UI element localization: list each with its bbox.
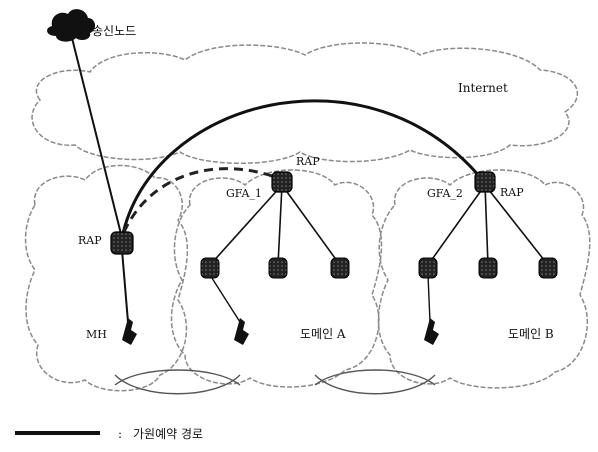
gfa2-link-2 (484, 184, 489, 266)
domain-a-cloud (170, 169, 383, 388)
handoff-arrow-1 (114, 374, 241, 395)
gfa1-mh-link (209, 274, 241, 323)
legend-colon: : (118, 427, 122, 441)
leaf-router-a2 (268, 257, 288, 279)
dashed-path-arc (122, 167, 279, 233)
reservation-path-arc (120, 99, 487, 239)
rap-mid-label: RAP (296, 155, 320, 168)
sender-link (69, 29, 123, 239)
leaf-router-a3 (330, 257, 350, 279)
gfa1-link-1 (209, 184, 283, 266)
leaf-router-a1 (200, 257, 220, 279)
mh-label: MH (86, 328, 107, 341)
handoff-arrow-2 (314, 374, 436, 395)
mh-domain-cloud (24, 164, 189, 392)
leaf-router-b1 (418, 257, 438, 279)
gfa1-link-2 (277, 184, 283, 266)
gfa1-link-3 (281, 184, 341, 266)
rap-left-router (110, 231, 134, 255)
gfa2-router (474, 171, 496, 193)
rap-right-label: RAP (500, 186, 524, 199)
gfa1-router (271, 171, 293, 193)
internet-label: Internet (458, 81, 508, 95)
sender-node-icon (47, 9, 96, 42)
domain-a-label: 도메인 A (300, 327, 346, 341)
leaf-router-b3 (538, 257, 558, 279)
gfa1-label: GFA_1 (226, 187, 262, 200)
handoff-arrow-1b (114, 369, 241, 386)
gfa2-mh-link (427, 274, 431, 323)
sender-node-label: 송신노드 (92, 24, 136, 38)
rap-left-label: RAP (78, 234, 102, 247)
handoff-arrow-2b (314, 369, 436, 386)
gfa2-link-3 (484, 184, 549, 266)
gfa2-label: GFA_2 (427, 187, 463, 200)
leaf-router-b2 (478, 257, 498, 279)
rap-mh-link (121, 249, 129, 323)
mh-icon-2 (234, 318, 249, 345)
domain-b-cloud (377, 169, 591, 389)
legend-text: 가원예약 경로 (133, 426, 203, 441)
gfa2-link-1 (427, 184, 486, 266)
mh-icon-3 (424, 318, 439, 345)
internet-cloud (31, 42, 578, 164)
domain-b-label: 도메인 B (508, 327, 554, 341)
mh-icon-1 (122, 318, 137, 345)
